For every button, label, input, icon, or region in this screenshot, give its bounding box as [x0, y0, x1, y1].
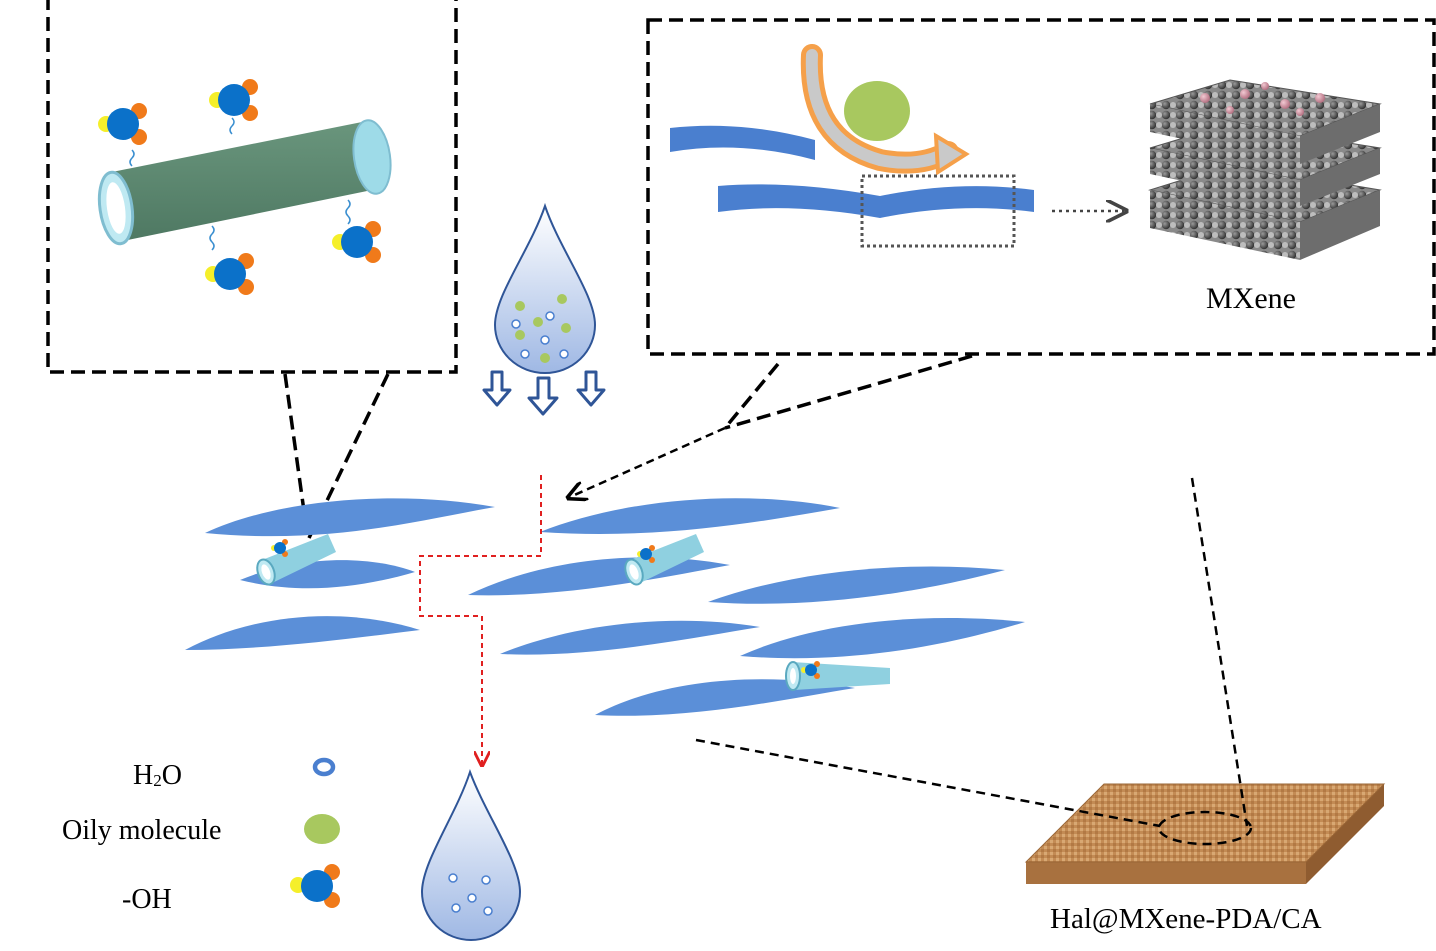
membrane-fibers	[185, 498, 1025, 716]
permeate-drop-icon	[420, 768, 522, 941]
mxene-label: MXene	[1206, 282, 1296, 315]
oh-group-icon	[205, 253, 254, 295]
legend-oily-label: Oily molecule	[62, 815, 222, 846]
flow-down-arrows-icon	[482, 370, 606, 416]
oily-molecule-icon	[844, 81, 910, 141]
material-label: Hal@MXene-PDA/CA	[1050, 903, 1322, 935]
feed-drop-icon	[493, 202, 597, 374]
mini-tube-icon	[624, 534, 704, 586]
zoom-box	[860, 174, 1016, 248]
oh-group-icon	[209, 79, 258, 121]
legend-h2o-o: O	[161, 760, 182, 791]
mxene-inset	[646, 18, 1436, 356]
water-path-arrow	[419, 475, 542, 764]
legend-h2o-sub: 2	[153, 771, 162, 790]
mxene-sheet-bottom	[718, 184, 1034, 218]
legend-h2o-icon	[312, 757, 336, 777]
mini-tube-icon	[785, 661, 890, 691]
callout-right	[570, 354, 973, 497]
fabric-callout	[695, 477, 1253, 846]
fabric-membrane-icon	[1024, 783, 1386, 884]
mini-tube-icon	[256, 534, 336, 586]
legend-oh-label: -OH	[122, 884, 172, 915]
halloysite-inset	[46, 0, 458, 374]
legend-h2o-h: H	[133, 760, 154, 791]
oh-group-icon	[98, 103, 147, 145]
oh-group-icon	[332, 221, 381, 263]
inset-frame-right	[646, 18, 1436, 356]
inset-frame-left	[46, 0, 458, 374]
mxene-sheet-top	[670, 125, 815, 160]
repel-arrow-icon	[800, 44, 970, 176]
halloysite-tube-icon	[97, 119, 392, 246]
mxene-structure-icon	[1148, 79, 1382, 260]
legend-oh-icon	[290, 864, 340, 908]
legend-oily-icon	[304, 814, 340, 844]
legend-h2o-label: H2O	[133, 760, 182, 792]
